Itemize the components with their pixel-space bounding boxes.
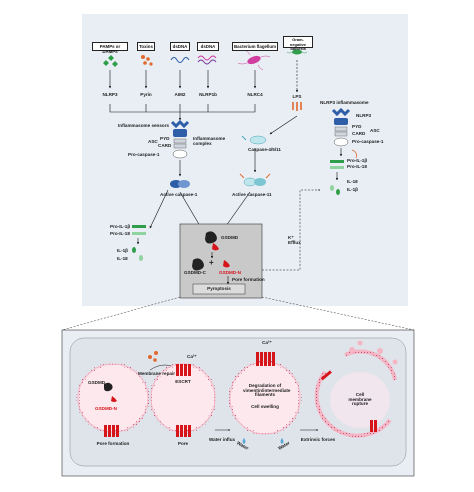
trigger-gram-negative: Gram-negative bacteria [283, 36, 313, 51]
degradation-label: Degradation of vimentin/intermediate fil… [243, 383, 291, 398]
gsdmd-icon [205, 231, 219, 251]
right-pro-il1b-label: Pro-IL-1β [347, 158, 368, 163]
plus-label: + [209, 258, 214, 267]
cell-swelling-label: Cell swelling [251, 404, 279, 409]
il-icon [132, 247, 143, 261]
water-influx-label: Water influx [208, 437, 236, 442]
right-il1b-label: IL-1β [347, 187, 358, 192]
bottom-gsdmd-n-label: GSDMD-N [95, 406, 117, 411]
trigger-dsdna-2: dsDNA [197, 42, 219, 51]
right-il18-label: IL-18 [347, 179, 358, 184]
dsdna-icon [170, 57, 190, 63]
trigger-dsdna-1: dsDNA [170, 42, 190, 51]
lps-icon [292, 102, 302, 111]
cell-3-membrane [228, 360, 302, 436]
il18-label: IL-18 [117, 256, 128, 261]
pamps-damps-icon [103, 55, 118, 67]
caspase-4-5-11-icon [241, 135, 267, 145]
pyroptosis-box [192, 283, 246, 295]
gsdmd-n-icon [223, 260, 230, 268]
gsdmd-c-label: GSDMD-C [184, 270, 206, 275]
gsdmd-n-label: GSDMD-N [219, 270, 241, 275]
ca-label-1: Ca²⁺ [187, 354, 197, 359]
cell-membrane-rupture-label: Cell membrane rupture [348, 392, 372, 407]
trigger-pamps-damps: PAMPs or DAMPs [92, 42, 128, 54]
pore-formation-label: Pore formation [232, 277, 265, 282]
pro-il-icon [132, 225, 146, 235]
pyd-label: PYD [160, 136, 170, 141]
pyroptosis-label: Pyroptosis [207, 286, 231, 291]
sensor-nlrp1b: NLRP1b [199, 92, 217, 97]
inflammasome-complex-label: Inflammasome complex [193, 136, 226, 146]
right-card-label: CARD [352, 131, 366, 136]
bacterium-flagellum-icon [237, 49, 271, 71]
pore-icon-1 [104, 425, 119, 437]
sensor-aim2: AIM2 [174, 92, 186, 97]
active-caspase11-label: Active caspase-11 [232, 192, 272, 197]
membrane-fragment-icon [349, 340, 398, 365]
pore-icon-2 [176, 425, 191, 437]
ca-label-2: Ca²⁺ [262, 340, 272, 345]
right-il-icon [330, 185, 340, 195]
nlrp3-inflammasome-icon [331, 107, 351, 147]
active-caspase1-label: Active caspase-1 [160, 192, 198, 197]
toxins-icon [141, 55, 153, 66]
inflammasome-complex-icon [170, 119, 190, 159]
sensor-nlrp3: NLRP3 [102, 92, 118, 97]
water-drop-icon [242, 438, 284, 444]
pro-il18-label: Pro-IL-18 [110, 231, 130, 236]
right-pyd-label: PYD [352, 124, 362, 129]
card-label: CARD [158, 143, 172, 148]
active-caspase11-icon [239, 173, 271, 187]
asc-label: ASC [148, 139, 158, 144]
right-pro-il18-label: Pro-IL-18 [347, 164, 367, 169]
caspase-4-5-11-label: Caspase-4/5/11 [248, 147, 281, 152]
pore-label: Pore [177, 441, 189, 446]
active-caspase1-icon [170, 180, 190, 188]
k-efflux-label: K⁺ Efflux [288, 235, 301, 245]
escrt-label: ESCRT [175, 379, 191, 384]
trigger-toxins: Toxins [137, 42, 155, 51]
right-nlrp3-label: NLRP3 [356, 113, 372, 118]
inflammasome-sensors-label: Inflammasome sensors [118, 123, 170, 128]
right-pro-il-icon [330, 160, 344, 169]
trigger-bacterium-flagellum: Bacterium flagellum [232, 42, 278, 51]
pore-icon-3 [256, 352, 275, 366]
pro-caspase1-label: Pro-caspase-1 [128, 152, 160, 157]
gsdmd-label: GSDMD [221, 235, 239, 240]
sensor-nlrc4: NLRC4 [247, 92, 263, 97]
nlrp3-inflammasome-title: NLRP3 inflammasome [320, 100, 369, 105]
extrinsic-forces-label: Extrinsic forces [300, 437, 336, 442]
sensor-pyrin: Pyrin [140, 92, 152, 97]
membrane-repair-icon [148, 351, 158, 362]
membrane-repair-label: Membrane repair [138, 371, 176, 376]
gram-negative-bacteria-icon [286, 49, 308, 55]
pore-icon-4 [320, 370, 377, 432]
pro-il1b-label: Pro-IL-1β [110, 224, 131, 229]
lps-label: LPS [292, 94, 302, 99]
gsdmd-c-icon [192, 258, 204, 271]
escrt-pore-icon [176, 364, 191, 376]
bottom-pore-formation-label: Pore formation [96, 441, 130, 446]
right-pro-caspase1-label: Pro-caspase-1 [352, 139, 384, 144]
right-asc-label: ASC [370, 128, 380, 133]
dsdna-pink-icon [197, 55, 217, 65]
il1b-label: IL-1β [117, 248, 128, 253]
bottom-gsdmd-label: GSDMD [88, 380, 106, 385]
